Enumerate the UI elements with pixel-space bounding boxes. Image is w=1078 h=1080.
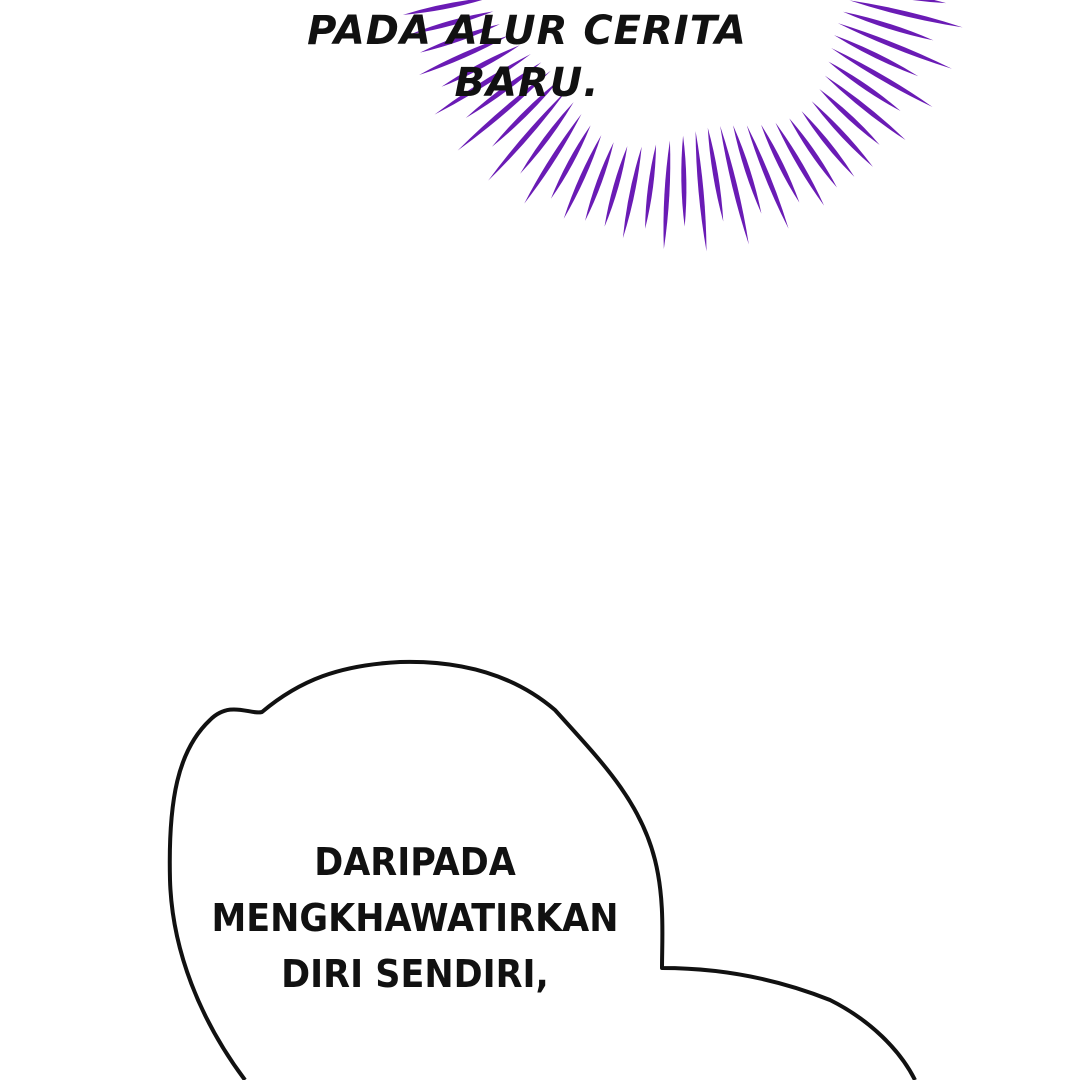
speech-line-2: MENGKHAWATIRKAN — [211, 896, 619, 940]
speech-line-3: DIRI SENDIRI, — [281, 952, 549, 996]
speech-line-1: DARIPADA — [314, 840, 516, 884]
narration-line-1: PADA ALUR CERITA — [307, 8, 747, 54]
narration-line-2: BARU. — [454, 60, 600, 106]
